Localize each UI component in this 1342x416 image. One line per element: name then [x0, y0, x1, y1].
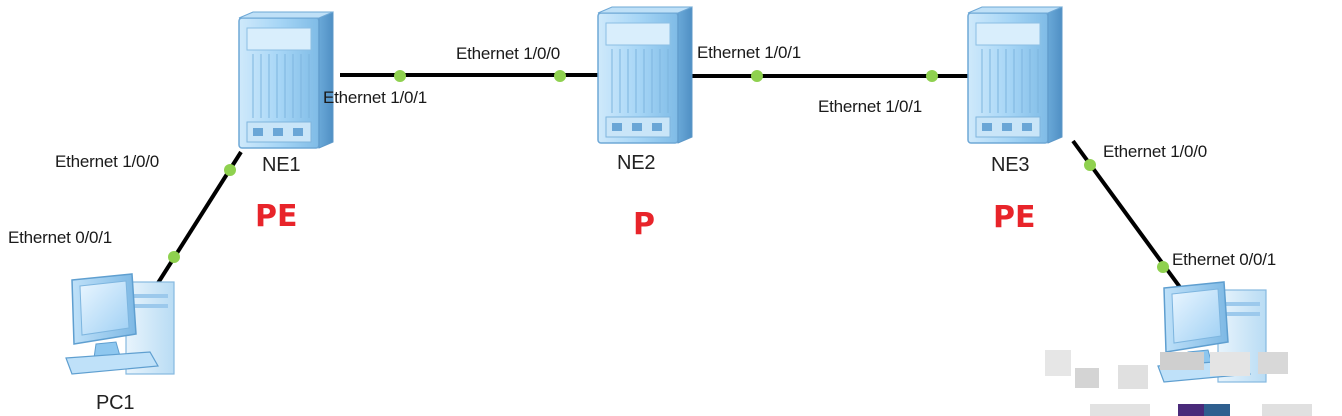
watermark-block [1204, 404, 1230, 416]
ne2-router-icon[interactable] [597, 6, 693, 144]
role-label-ne3: PE [993, 200, 1036, 235]
role-label-ne1: PE [255, 199, 298, 234]
watermark-block [1178, 404, 1204, 416]
port-dot [224, 164, 236, 176]
watermark-block [1258, 352, 1288, 374]
port-label-pc1-to-ne1: Ethernet 0/0/1 [8, 228, 112, 247]
port-label-ne2-to-ne1: Ethernet 1/0/0 [456, 44, 560, 63]
ne3-router-icon[interactable] [967, 6, 1063, 144]
port-dot [926, 70, 938, 82]
watermark-block [1045, 350, 1071, 376]
port-dot [554, 70, 566, 82]
port-dot [1084, 159, 1096, 171]
port-dot [751, 70, 763, 82]
port-dot [1157, 261, 1169, 273]
port-label-ne2-to-ne3: Ethernet 1/0/1 [697, 43, 801, 62]
node-name-ne1: NE1 [262, 154, 301, 176]
watermark-block [1262, 404, 1312, 416]
port-label-ne1-to-ne2: Ethernet 1/0/1 [323, 88, 427, 107]
port-dot [394, 70, 406, 82]
port-label-ne3-to-ne2: Ethernet 1/0/1 [818, 97, 922, 116]
role-label-ne2: P [633, 207, 655, 242]
node-name-pc1: PC1 [96, 392, 135, 414]
watermark-block [1090, 404, 1150, 416]
pc1-desktop-icon[interactable] [65, 273, 175, 375]
watermark-block [1118, 365, 1148, 389]
port-label-ne1-to-pc1: Ethernet 1/0/0 [55, 152, 159, 171]
port-label-pc2-to-ne3: Ethernet 0/0/1 [1172, 250, 1276, 269]
ne1-router-icon[interactable] [238, 11, 334, 149]
watermark-block [1075, 368, 1099, 388]
node-name-ne2: NE2 [617, 152, 656, 174]
node-name-ne3: NE3 [991, 154, 1030, 176]
port-dots [168, 70, 1169, 273]
watermark-block [1210, 352, 1250, 376]
watermark-block [1160, 352, 1204, 370]
port-label-ne3-to-pc2: Ethernet 1/0/0 [1103, 142, 1207, 161]
port-dot [168, 251, 180, 263]
